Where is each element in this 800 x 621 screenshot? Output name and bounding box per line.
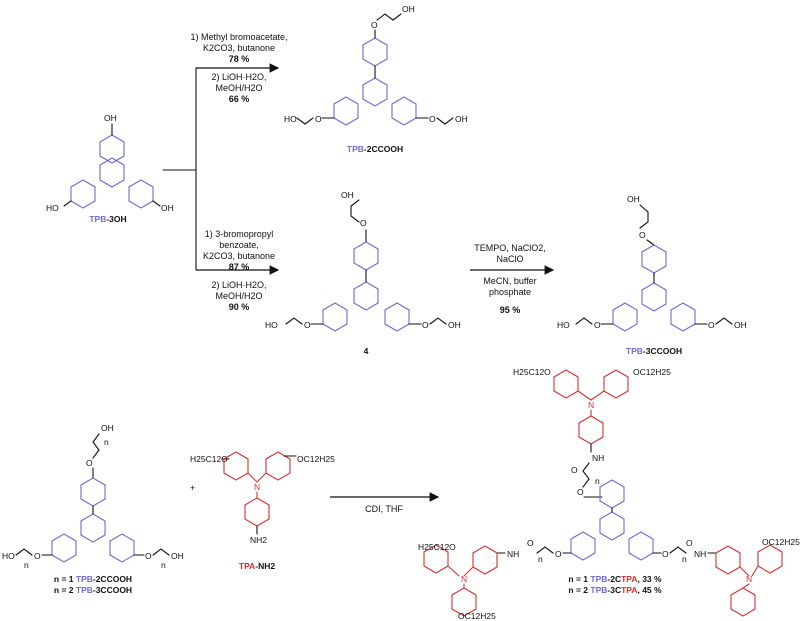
label-compound-4: 4	[364, 346, 369, 356]
svg-text:H25C12O: H25C12O	[513, 367, 551, 377]
svg-text:n: n	[104, 437, 109, 447]
svg-text:HO: HO	[2, 551, 15, 561]
svg-text:n: n	[595, 476, 600, 486]
svg-text:2) LiOH·H2O,: 2) LiOH·H2O,	[211, 280, 266, 290]
svg-text:O: O	[639, 230, 646, 240]
svg-text:CDI, THF: CDI, THF	[365, 504, 403, 514]
svg-text:2) LiOH·H2O,: 2) LiOH·H2O,	[211, 72, 266, 82]
svg-text:O: O	[429, 114, 436, 124]
svg-text:OH: OH	[341, 190, 354, 200]
svg-text:benzoate,: benzoate,	[219, 240, 259, 250]
reaction-branch	[162, 63, 280, 275]
svg-text:O: O	[145, 551, 152, 561]
svg-text:n: n	[682, 554, 687, 564]
svg-text:1) Methyl bromoacetate,: 1) Methyl bromoacetate,	[190, 32, 287, 42]
label-mix-1: n = 1 TPB-2CCOOH	[54, 574, 132, 584]
svg-text:N: N	[588, 400, 594, 410]
svg-text:n: n	[538, 554, 543, 564]
svg-text:MeOH/H2O: MeOH/H2O	[215, 83, 262, 93]
svg-text:OH: OH	[627, 194, 640, 204]
svg-text:O: O	[662, 549, 669, 559]
svg-text:O: O	[686, 538, 693, 548]
svg-text:1) 3-bromopropyl: 1) 3-bromopropyl	[205, 229, 274, 239]
svg-text:K2CO3, butanone: K2CO3, butanone	[203, 251, 275, 261]
svg-text:OH: OH	[734, 320, 747, 330]
svg-text:O: O	[86, 458, 93, 468]
svg-text:OC12H25: OC12H25	[762, 537, 800, 547]
svg-text:O: O	[555, 549, 562, 559]
svg-text:NH: NH	[694, 549, 706, 559]
svg-text:OH: OH	[455, 114, 468, 124]
svg-text:O: O	[422, 320, 429, 330]
svg-text:O: O	[594, 320, 601, 330]
label-mix-2: n = 2 TPB-3CCOOH	[54, 585, 132, 595]
svg-text:NH2: NH2	[250, 535, 267, 545]
svg-text:MeCN, buffer: MeCN, buffer	[483, 276, 536, 286]
svg-text:O: O	[571, 465, 578, 475]
svg-text:87 %: 87 %	[229, 262, 250, 272]
label-final-2: n = 2 TPB-3CTPA, 45 %	[568, 585, 662, 595]
label-tpb-3oh: TPB-3OH	[89, 214, 126, 224]
svg-text:O: O	[360, 218, 367, 228]
svg-text:O: O	[577, 487, 584, 497]
svg-text:NaClO: NaClO	[496, 254, 523, 264]
conditions-d: CDI, THF	[330, 492, 440, 514]
svg-text:OC12H25: OC12H25	[297, 454, 335, 464]
atom-ho: HO	[46, 203, 59, 213]
svg-text:O: O	[34, 551, 41, 561]
svg-text:K2CO3, butanone: K2CO3, butanone	[203, 43, 275, 53]
svg-text:HO: HO	[284, 114, 297, 124]
svg-text:OH: OH	[402, 4, 415, 14]
svg-text:78 %: 78 %	[229, 54, 250, 64]
compound-tpb-3oh: OH HO OH TPB-3OH	[46, 113, 174, 224]
plus-sign: +	[190, 483, 195, 493]
svg-text:NH: NH	[592, 453, 604, 463]
label-tpb-2ccooh: TPB-2CCOOH	[347, 144, 403, 154]
svg-text:O: O	[315, 114, 322, 124]
svg-text:OH: OH	[171, 551, 184, 561]
svg-text:66 %: 66 %	[229, 94, 250, 104]
svg-text:H25C12O: H25C12O	[418, 542, 456, 552]
svg-text:n: n	[24, 560, 29, 570]
svg-text:O: O	[527, 538, 534, 548]
svg-text:OC12H25: OC12H25	[458, 611, 496, 621]
compound-tpb-nctpa: H25C12O OC12H25 N NH O n O O n O NH N	[418, 367, 800, 621]
svg-text:O: O	[708, 320, 715, 330]
svg-text:OC12H25: OC12H25	[633, 367, 671, 377]
svg-text:TEMPO, NaClO2,: TEMPO, NaClO2,	[474, 243, 546, 253]
compound-4: OH O O HO O OH 4	[265, 190, 461, 356]
svg-text:NH: NH	[507, 549, 519, 559]
label-tpb-3ccooh: TPB-3CCOOH	[626, 346, 682, 356]
svg-text:95 %: 95 %	[500, 305, 521, 315]
svg-text:OH: OH	[101, 423, 114, 433]
conditions-c: TEMPO, NaClO2, NaClO MeCN, buffer phosph…	[470, 243, 555, 315]
conditions-b: 1) 3-bromopropyl benzoate, K2CO3, butano…	[203, 229, 275, 312]
svg-text:OH: OH	[448, 320, 461, 330]
svg-text:N: N	[461, 574, 467, 584]
conditions-a: 1) Methyl bromoacetate, K2CO3, butanone …	[190, 32, 287, 104]
atom-oh: OH	[104, 113, 117, 123]
svg-text:N: N	[746, 574, 752, 584]
compound-tpb-3ccooh: OH O O HO O OH TPB-3CCOOH	[557, 194, 747, 356]
svg-text:H25C12O: H25C12O	[190, 454, 228, 464]
svg-text:HO: HO	[557, 320, 570, 330]
atom-oh: OH	[161, 203, 174, 213]
label-tpa-nh2: TPA-NH2	[239, 561, 275, 571]
svg-text:O: O	[371, 20, 378, 30]
svg-text:HO: HO	[265, 320, 278, 330]
svg-text:MeOH/H2O: MeOH/H2O	[215, 291, 262, 301]
svg-text:90 %: 90 %	[229, 302, 250, 312]
svg-text:O: O	[304, 320, 311, 330]
svg-text:n: n	[161, 560, 166, 570]
compound-tpb-2ccooh: O OH O HO O OH TPB-2CCOOH	[284, 4, 468, 154]
compound-tpa-nh2: H25C12O OC12H25 N NH2 TPA-NH2	[190, 451, 335, 571]
svg-text:N: N	[254, 482, 260, 492]
svg-text:phosphate: phosphate	[489, 287, 531, 297]
label-final-1: n = 1 TPB-2CTPA, 33 %	[568, 574, 662, 584]
compound-tpb-nccooh: OH n O O HO n O OH n n = 1 TPB-2CCOOH n …	[2, 423, 184, 595]
